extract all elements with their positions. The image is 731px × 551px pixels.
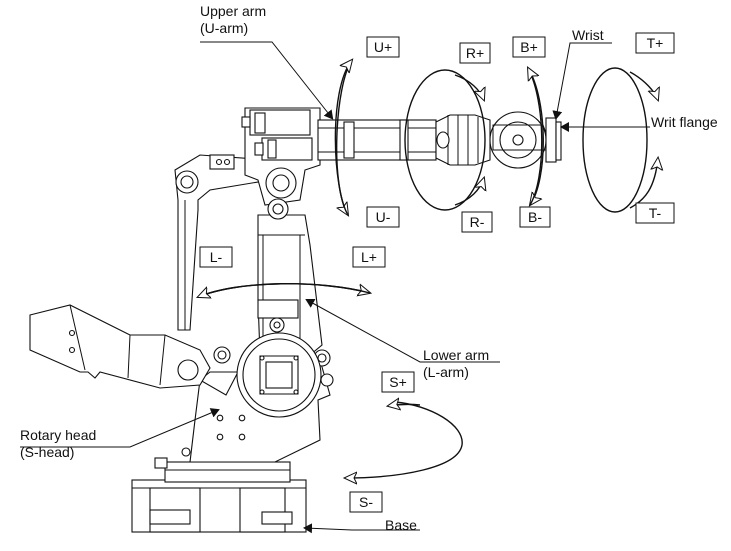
s-axis-arrow bbox=[345, 402, 463, 478]
l-minus-box bbox=[199, 246, 233, 268]
wrist bbox=[435, 111, 562, 169]
t-minus-box bbox=[635, 202, 675, 224]
b-axis-arrow bbox=[528, 68, 544, 205]
u-axis-arrow bbox=[334, 60, 352, 215]
s-minus-label: S- bbox=[359, 494, 373, 510]
r-axis-arrow bbox=[404, 69, 485, 211]
wrist-flange-label: Writ flange bbox=[651, 114, 718, 130]
r-plus-label: R+ bbox=[466, 45, 484, 61]
l-minus-label: L- bbox=[210, 249, 223, 265]
wrist-label: Wrist bbox=[572, 27, 604, 43]
t-axis-arrow bbox=[582, 67, 658, 213]
s-plus-box bbox=[381, 371, 415, 393]
base-label: Base bbox=[385, 517, 417, 533]
r-plus-box bbox=[459, 42, 491, 64]
b-plus-label: B+ bbox=[520, 39, 538, 55]
s-axis-motor bbox=[29, 304, 211, 389]
upper-arm-label: Upper arm bbox=[200, 3, 266, 19]
t-minus-label: T- bbox=[649, 205, 662, 221]
s-plus-label: S+ bbox=[389, 374, 407, 390]
u-minus-box bbox=[366, 206, 400, 228]
u-plus-box bbox=[366, 36, 400, 58]
r-minus-box bbox=[461, 211, 493, 233]
t-plus-box bbox=[635, 32, 675, 54]
rotary-head-label: Rotary head bbox=[20, 427, 96, 443]
lower-arm-sublabel: (L-arm) bbox=[423, 364, 469, 380]
u-plus-label: U+ bbox=[374, 39, 392, 55]
l-axis-arrow bbox=[198, 284, 370, 297]
robot-base bbox=[131, 447, 307, 533]
rotary-head-sublabel: (S-head) bbox=[20, 444, 74, 460]
u-minus-label: U- bbox=[376, 209, 391, 225]
lower-arm bbox=[236, 214, 323, 418]
b-minus-box bbox=[519, 206, 551, 228]
b-plus-box bbox=[512, 36, 546, 58]
b-minus-label: B- bbox=[528, 209, 542, 225]
t-plus-label: T+ bbox=[647, 35, 664, 51]
upper-arm-sublabel: (U-arm) bbox=[200, 20, 248, 36]
upper-arm bbox=[241, 107, 437, 220]
upper-arm-link bbox=[174, 154, 271, 331]
s-minus-box bbox=[349, 491, 383, 513]
l-plus-box bbox=[352, 246, 386, 268]
callout-leaders bbox=[20, 41, 650, 534]
l-plus-label: L+ bbox=[361, 249, 377, 265]
r-minus-label: R- bbox=[470, 214, 485, 230]
lower-arm-label: Lower arm bbox=[423, 347, 489, 363]
